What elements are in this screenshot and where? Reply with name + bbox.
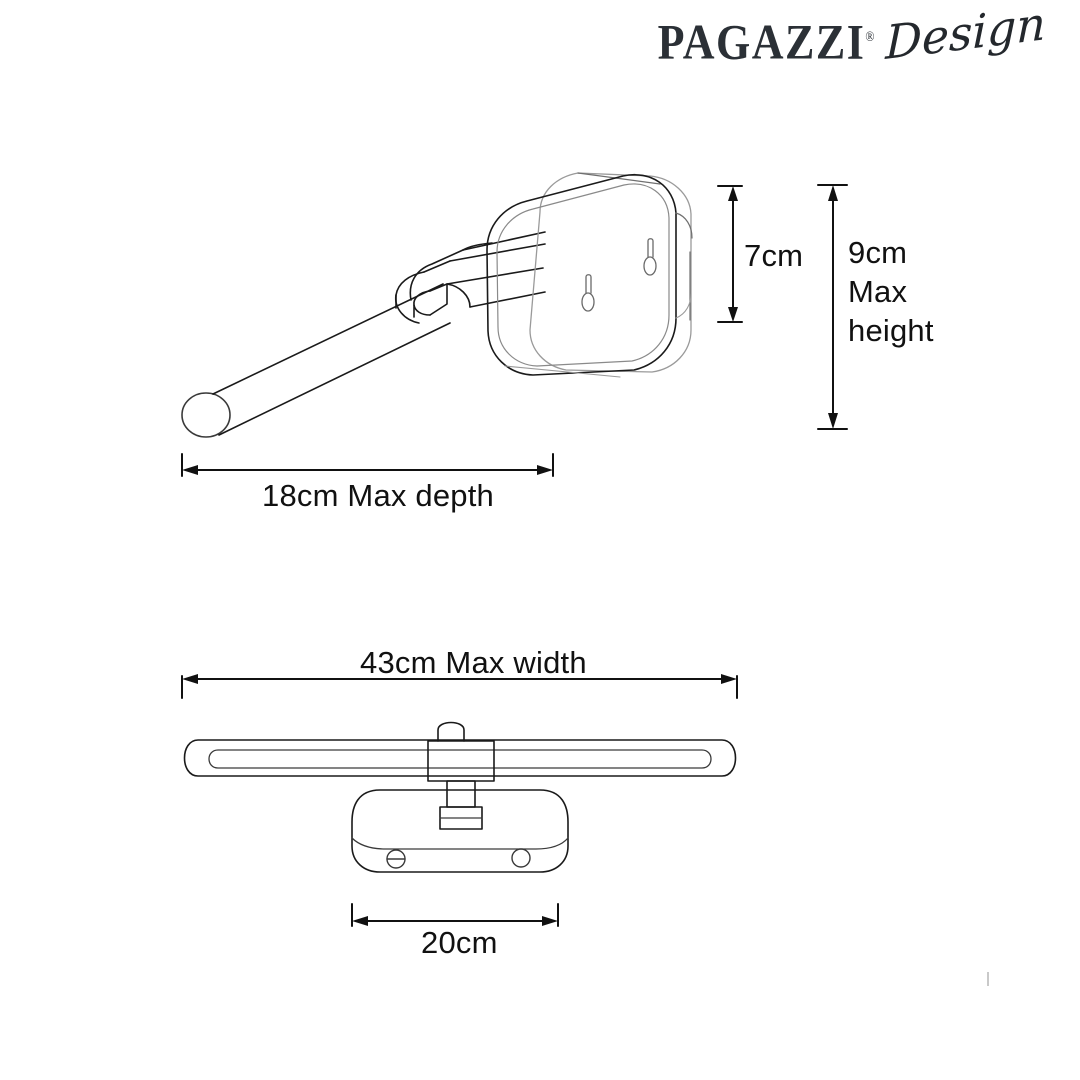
front-elevation-drawing [183, 721, 737, 873]
pivot-joint [394, 249, 471, 324]
yoke-bars [446, 231, 546, 308]
dimension-label-7cm: 7cm [744, 238, 804, 273]
screw-fitting [386, 849, 406, 869]
mounting-hole [511, 848, 531, 868]
mounting-bracket [427, 721, 495, 830]
brand-wordmark: PAGAZZI® [658, 18, 875, 67]
dimension-43cm [181, 674, 738, 699]
dimension-label-43cm: 43cm Max width [360, 645, 587, 680]
base-plate [351, 789, 569, 873]
dimension-7cm [717, 185, 743, 323]
dimension-20cm [351, 903, 559, 927]
dimension-9cm [817, 184, 848, 430]
keyhole-slot-right [643, 238, 657, 276]
dimension-label-18cm: 18cm Max depth [262, 478, 494, 513]
light-bar [183, 739, 737, 777]
light-head [486, 172, 693, 378]
arm-tube [181, 283, 451, 438]
trademark-symbol: ® [865, 28, 875, 45]
brand-logo: PAGAZZI® Design [658, 0, 1046, 70]
corner-registration-tick [987, 972, 989, 986]
brand-name-text: PAGAZZI [657, 15, 866, 70]
perspective-product-drawing [181, 172, 693, 438]
dimension-label-9cm: 9cm Max height [848, 235, 934, 349]
dimension-label-20cm: 20cm [421, 925, 498, 960]
keyhole-slot-left [581, 274, 595, 312]
dimension-18cm [181, 453, 554, 477]
